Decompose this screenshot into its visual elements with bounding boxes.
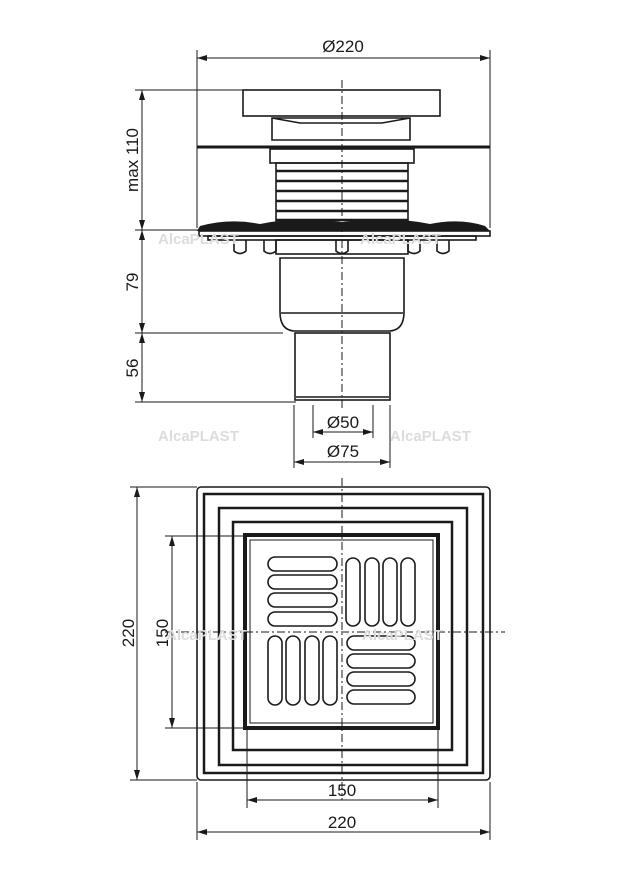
dim-height-max: max 110 [123,128,142,192]
side-view: Ø220 max 110 79 56 Ø50 Ø75 [123,37,491,468]
watermark-text: AlcaPLAST [158,428,239,445]
grate-cap [242,89,441,117]
dim-body-height: 79 [123,273,142,292]
dim-outer-height: 220 [119,619,138,647]
outer-frame [196,486,491,781]
dim-grate-height: 150 [153,619,172,647]
grate-slots [267,556,416,706]
dim-outlet-height: 56 [123,359,142,378]
watermark-text: AlcaPLAST [362,627,443,644]
dim-outlet-inner-diameter: Ø50 [327,413,359,432]
outlet-pipe [294,332,391,401]
dim-outlet-outer-diameter: Ø75 [327,442,359,461]
dim-overall-diameter: Ø220 [322,37,364,56]
watermark-text: AlcaPLAST [390,428,471,445]
dim-outer-width: 220 [328,813,356,832]
watermarks: AlcaPLAST AlcaPLAST AlcaPLAST AlcaPLAST … [158,231,471,644]
top-view: 220 150 150 220 [119,478,505,840]
watermark-text: AlcaPLAST [360,231,441,248]
watermark-text: AlcaPLAST [166,627,247,644]
dim-grate-width: 150 [328,781,356,800]
lower-body [279,257,405,332]
watermark-text: AlcaPLAST [158,231,239,248]
